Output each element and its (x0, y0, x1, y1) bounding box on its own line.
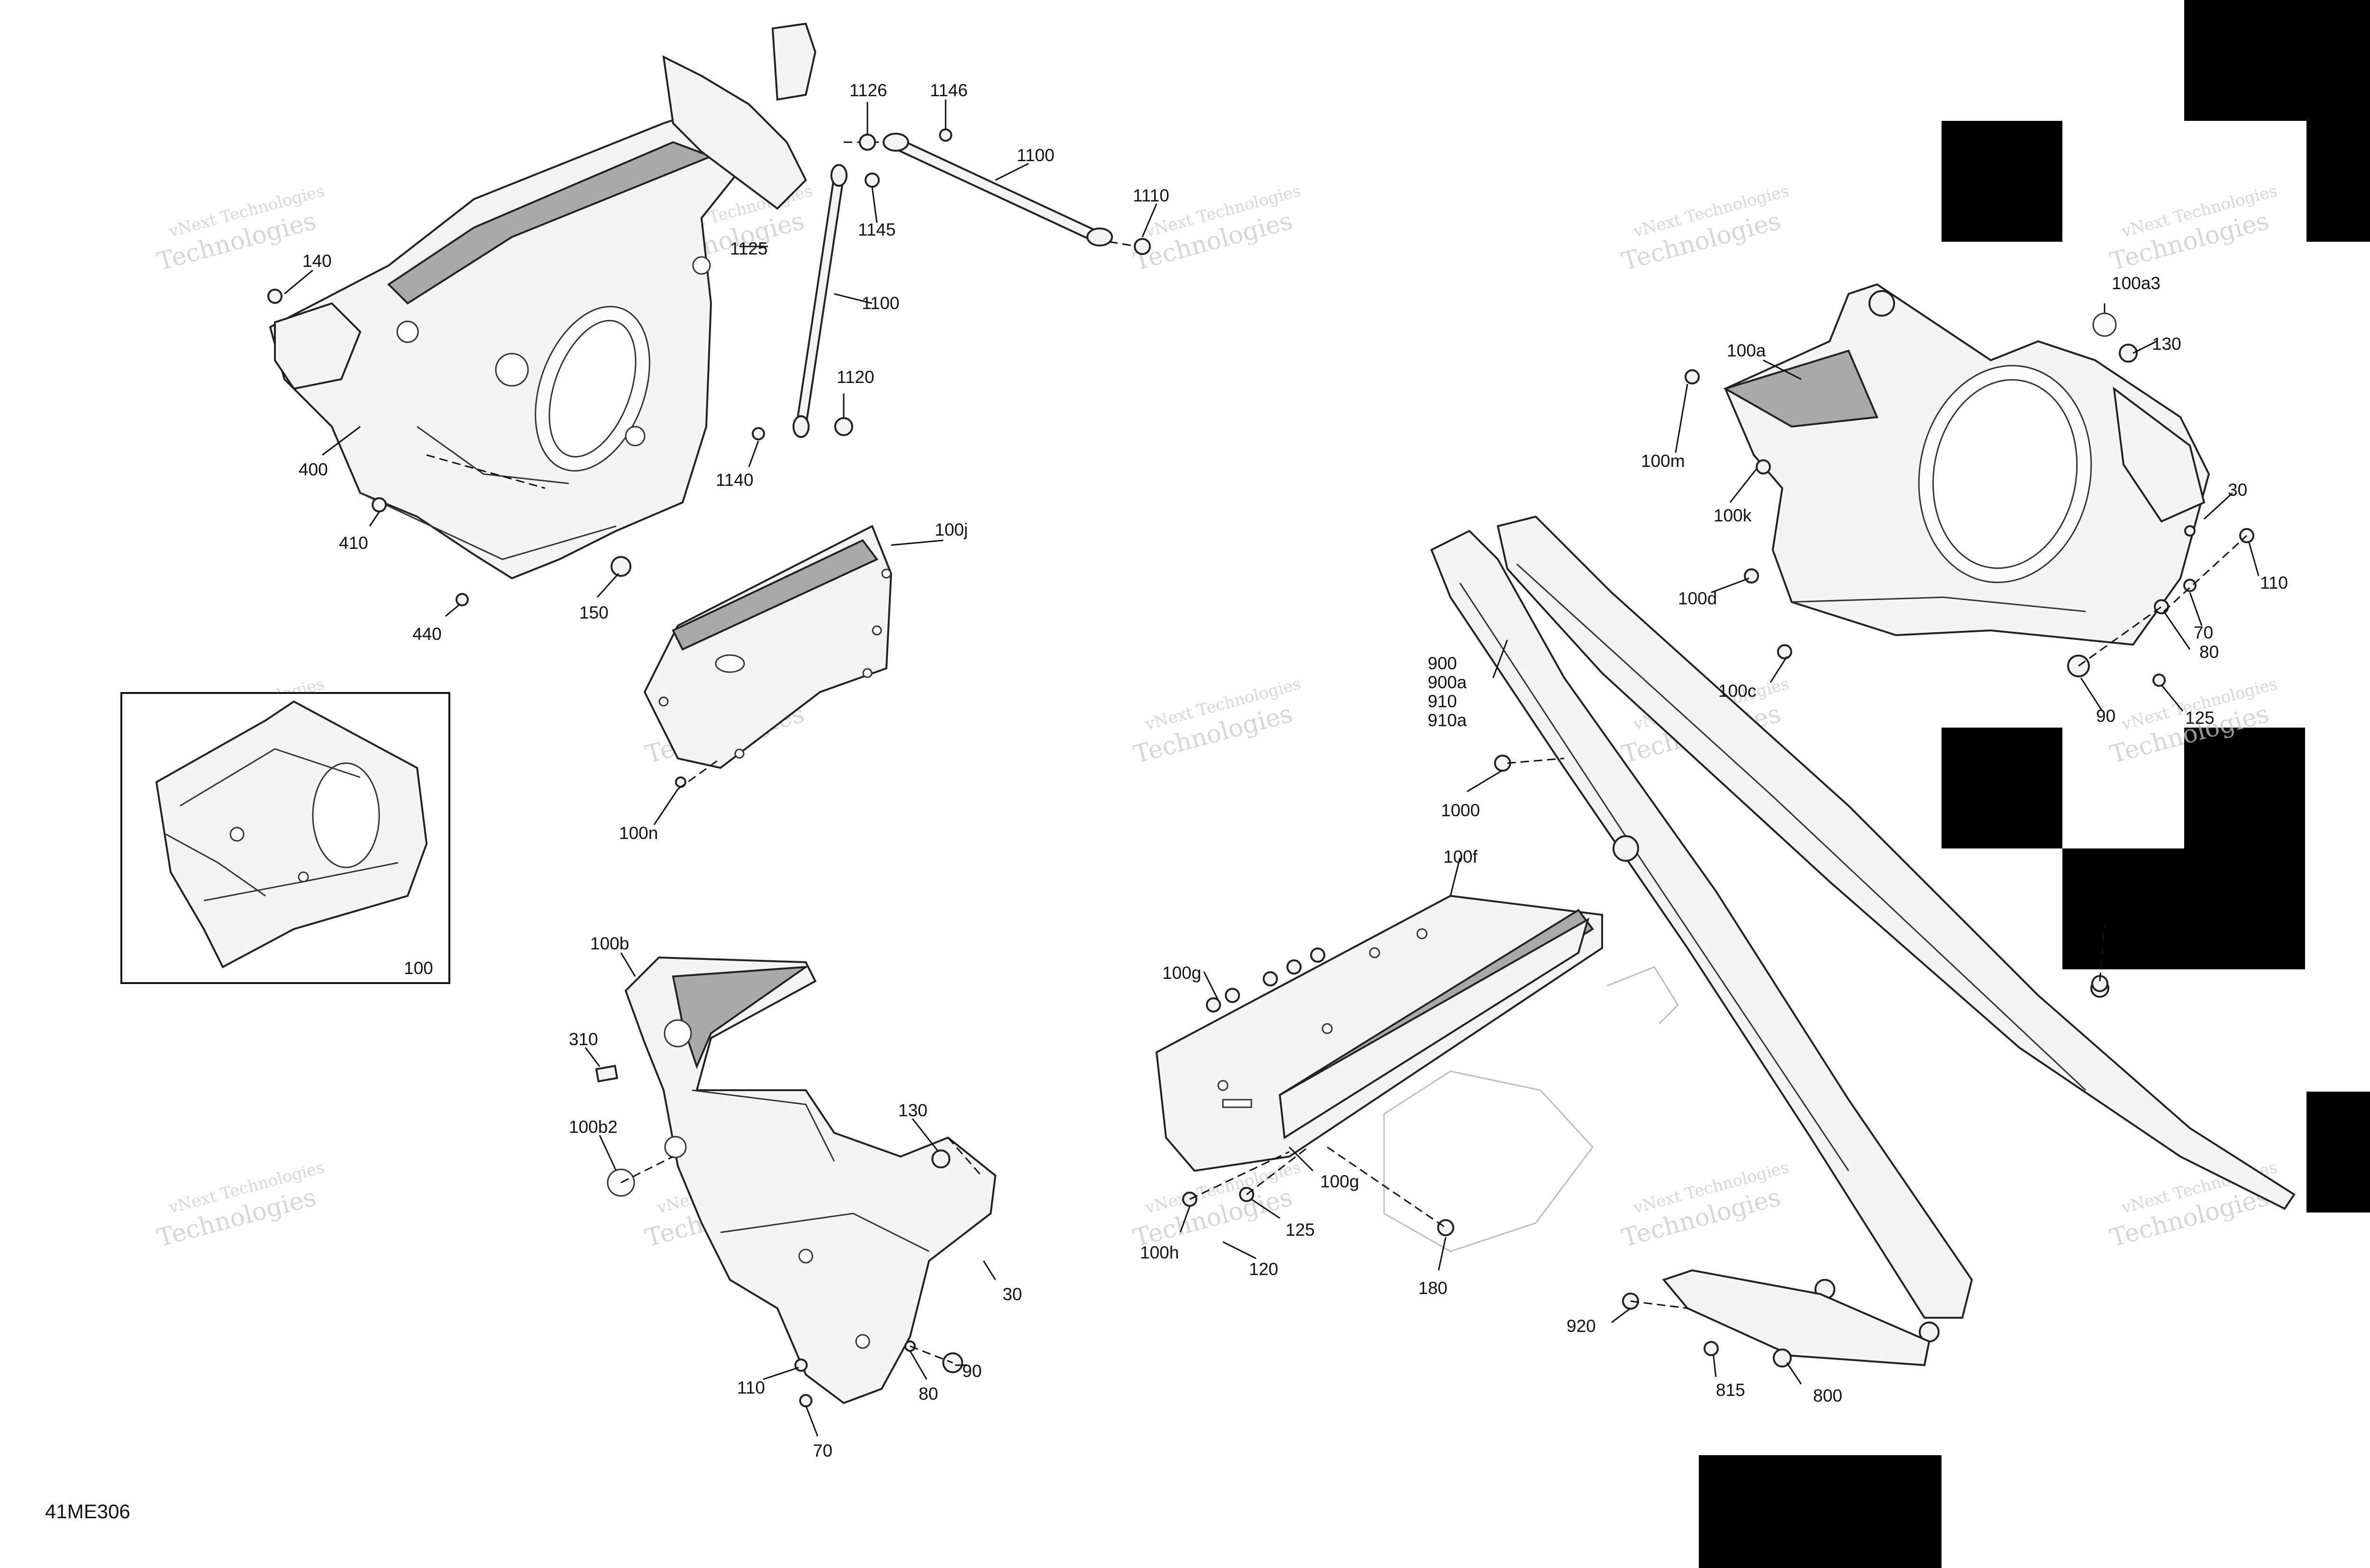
callout-100n: 100n (619, 823, 658, 843)
front-upper-frame-assembly (269, 22, 817, 580)
callout-920: 920 (1567, 1316, 1596, 1336)
callout-1146: 1146 (930, 81, 968, 100)
leader-lines (284, 100, 2260, 1437)
callout-100j: 100j (935, 520, 968, 539)
callout-90: 90 (2096, 706, 2115, 726)
callout-400: 400 (299, 460, 328, 479)
callout-800: 800 (1813, 1386, 1842, 1405)
callout-1125: 1125 (730, 239, 768, 258)
callout-100f: 100f (1443, 847, 1478, 866)
callout-100b2: 100b2 (569, 1117, 618, 1137)
callout-80: 80 (919, 1384, 938, 1404)
lower-frame-100f (1155, 894, 1679, 1252)
callout-1000: 1000 (1441, 801, 1480, 820)
callout-100c: 100c (1718, 681, 1756, 701)
callout-125: 125 (1285, 1220, 1315, 1240)
side-frame-100b (595, 956, 997, 1407)
callout-70: 70 (813, 1441, 832, 1460)
callout-130: 130 (898, 1101, 928, 1120)
dashed-guides (620, 535, 2248, 1364)
callout-100a3: 100a3 (2112, 273, 2160, 293)
tie-rod-horizontal (844, 133, 1138, 247)
callout-1100: 1100 (862, 293, 900, 313)
callout-100h: 100h (1140, 1243, 1179, 1262)
callout-1100: 1100 (1017, 146, 1055, 165)
right-upper-frame-100a (1685, 283, 2254, 992)
callout-900a: 900a (1428, 673, 1467, 692)
callout-100m: 100m (1641, 451, 1685, 471)
callout-180: 180 (1418, 1278, 1448, 1298)
callout-1110: 1110 (1133, 186, 1169, 205)
callout-120: 120 (1249, 1259, 1278, 1279)
callout-100a: 100a (1727, 341, 1766, 360)
callout-1140: 1140 (716, 470, 754, 490)
callout-80: 80 (2199, 642, 2219, 662)
callout-910a: 910a (1428, 711, 1467, 730)
callout-900: 900 (1428, 654, 1457, 673)
diagram-code: 41ME306 (45, 1500, 130, 1522)
callout-1145: 1145 (858, 220, 896, 239)
callout-90: 90 (962, 1361, 982, 1381)
callout-30: 30 (2228, 480, 2247, 500)
callout-140: 140 (302, 251, 332, 271)
callout-910: 910 (1428, 692, 1457, 711)
callout-150: 150 (579, 603, 609, 622)
callout-labels: 1126 1146 1100 1110 1125 1145 1100 140 1… (299, 81, 2288, 1460)
callout-410: 410 (339, 533, 368, 553)
tie-rod-vertical (793, 164, 848, 438)
callout-1126: 1126 (849, 81, 887, 100)
callout-100g: 100g (1320, 1172, 1359, 1191)
callout-110: 110 (737, 1378, 765, 1397)
callout-70: 70 (2194, 623, 2213, 642)
skid-plate-100j (643, 525, 893, 788)
callout-125: 125 (2185, 708, 2215, 728)
callout-440: 440 (412, 624, 442, 644)
inset-frame-100 (120, 692, 450, 984)
callout-130: 130 (2152, 334, 2181, 354)
fasteners-top-left (267, 128, 1151, 606)
callout-30: 30 (1003, 1285, 1022, 1304)
callout-100k: 100k (1714, 506, 1752, 525)
callout-110: 110 (2260, 573, 2288, 593)
callout-310: 310 (569, 1030, 598, 1049)
callout-1120: 1120 (837, 367, 875, 387)
callout-100d: 100d (1678, 589, 1717, 608)
callout-100-inset: 100 (404, 958, 433, 978)
redaction-blocks (1699, 0, 2370, 1568)
frame-tube-900 (1430, 515, 2296, 1367)
callout-815: 815 (1716, 1380, 1745, 1400)
callout-100g: 100g (1162, 963, 1201, 983)
callout-100b: 100b (590, 934, 629, 953)
